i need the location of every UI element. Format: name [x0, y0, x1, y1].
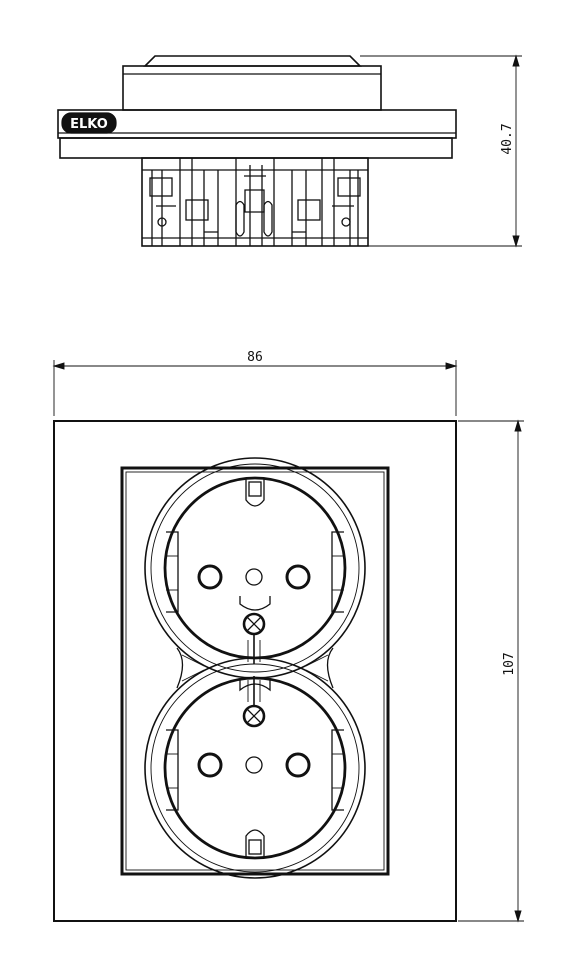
socket-top	[163, 476, 347, 664]
frame-plate	[57, 109, 457, 159]
inner-opening	[120, 466, 390, 876]
socket-bottom-recess	[163, 676, 347, 860]
socket-bottom	[163, 676, 347, 860]
earth-clip-bottom	[239, 680, 271, 858]
earth-clip-top	[239, 478, 271, 611]
depth-dimension-label: 40.7	[500, 123, 515, 154]
mechanism	[141, 157, 369, 247]
pin-hole-right	[285, 752, 311, 778]
pin-hole-left	[197, 564, 223, 590]
screw-top	[242, 612, 266, 664]
cap	[122, 55, 382, 111]
logo-text: ELKO	[70, 117, 108, 132]
side-view: ELKO	[57, 54, 522, 248]
socket-top-recess	[163, 476, 347, 660]
screw-bottom	[242, 676, 266, 728]
depth-dimension: 40.7	[360, 54, 522, 248]
width-dimension: 86	[52, 350, 458, 416]
indicator-dot	[245, 568, 263, 586]
pin-hole-left	[197, 752, 223, 778]
indicator-dot	[245, 756, 263, 774]
height-dimension-label: 107	[502, 652, 517, 675]
width-dimension-label: 86	[247, 350, 263, 365]
outer-frame	[53, 420, 457, 922]
pin-hole-right	[285, 564, 311, 590]
height-dimension: 107	[458, 419, 524, 923]
front-view: 86 107	[52, 350, 524, 923]
elko-logo: ELKO	[61, 112, 117, 134]
